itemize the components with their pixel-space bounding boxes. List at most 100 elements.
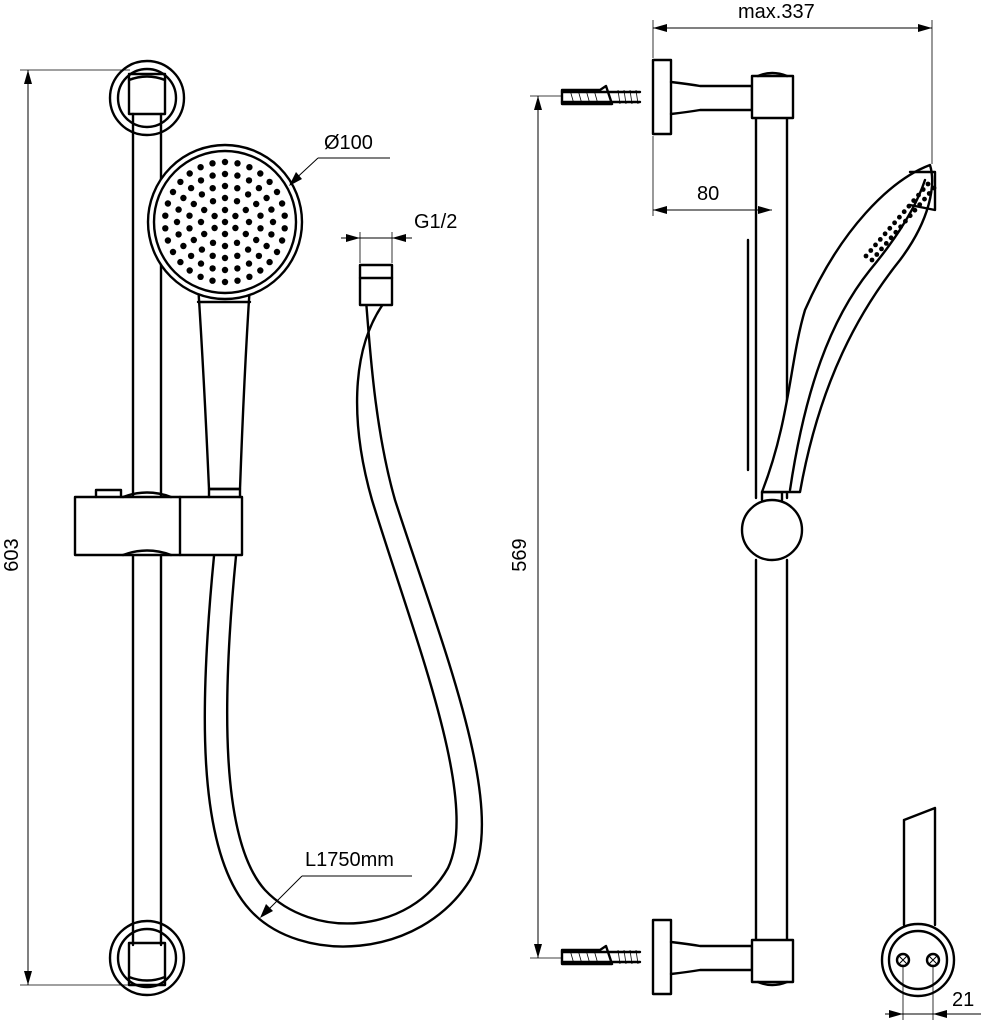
nozzle-dot — [273, 188, 281, 196]
side-nozzle-dot — [903, 218, 908, 224]
nozzle-dot — [209, 185, 216, 192]
nozzle-dot — [268, 206, 275, 213]
nozzle-dot — [211, 224, 218, 232]
nozzle-dot — [234, 160, 241, 167]
nozzle-dot — [244, 191, 252, 198]
slide-rail — [131, 112, 163, 947]
dim-max-337: max.337 — [652, 1, 933, 164]
side-nozzle-dot — [911, 198, 917, 204]
nozzle-dot — [234, 277, 241, 284]
nozzle-dot — [164, 200, 172, 207]
bottom-wall-bracket — [108, 919, 186, 997]
nozzle-dot — [187, 252, 195, 260]
nozzle-dot — [221, 266, 229, 274]
side-nozzle-dot — [879, 246, 884, 252]
nozzle-dot — [197, 164, 204, 171]
side-nozzle-dot — [863, 253, 869, 259]
nozzle-dot — [255, 184, 263, 192]
nozzle-dot — [232, 212, 239, 220]
side-nozzles — [863, 181, 937, 263]
nozzle-dot — [190, 236, 197, 244]
side-nozzle-dot — [912, 207, 918, 213]
nozzle-dot — [197, 273, 204, 280]
nozzle-dot — [211, 212, 218, 220]
side-nozzle-dot — [916, 192, 921, 198]
nozzle-dot — [253, 236, 260, 244]
side-nozzle-dot — [898, 224, 903, 230]
nozzle-dot — [162, 212, 169, 219]
nozzle-dot — [186, 225, 193, 232]
nozzle-dot — [273, 248, 281, 256]
nozzle-dot — [209, 239, 217, 246]
front-view: 603 Ø100 G1/2 L1750mm — [1, 59, 484, 997]
nozzle-dot — [266, 178, 273, 186]
nozzle-dot — [173, 218, 181, 226]
top-wall-bracket — [108, 59, 186, 137]
nozzle-dot — [169, 248, 177, 256]
side-slider — [740, 490, 804, 562]
side-view: 569 max.337 80 — [509, 1, 937, 996]
nozzle-dot — [281, 212, 288, 219]
nozzle-dot — [175, 231, 182, 238]
nozzle-dot — [257, 225, 264, 232]
side-nozzle-dot — [897, 214, 902, 220]
nozzle-dot — [197, 218, 205, 226]
nozzle-dot — [257, 212, 264, 219]
dim-diameter: Ø100 — [289, 132, 390, 186]
nozzle-dot — [242, 206, 249, 214]
nozzle-dot — [201, 230, 208, 238]
side-nozzle-dot — [868, 248, 874, 253]
nozzle-dot — [209, 252, 216, 259]
nozzle-dot — [232, 224, 239, 232]
nozzle-dot — [266, 258, 273, 266]
top-wall-anchor — [560, 84, 642, 106]
nozzle-dot — [253, 200, 260, 208]
nozzle-dot — [234, 185, 241, 192]
nozzle-dot — [233, 239, 241, 246]
nozzle-dot — [177, 258, 184, 266]
shower-hose — [203, 263, 484, 948]
side-nozzle-dot — [931, 185, 937, 191]
dim-80: 80 — [652, 136, 772, 216]
nozzle-dot — [281, 225, 288, 232]
hand-shower-front — [146, 143, 304, 491]
side-nozzle-dot — [882, 231, 888, 237]
nozzle-dot — [245, 177, 253, 184]
nozzle-dot — [255, 252, 263, 260]
nozzle-dot — [221, 242, 229, 250]
side-top-bracket — [651, 58, 795, 136]
nozzle-dot — [233, 198, 241, 205]
nozzle-dot — [177, 178, 184, 186]
nozzle-dot — [164, 237, 172, 244]
side-nozzle-dot — [925, 181, 931, 187]
nozzle-dot — [245, 218, 253, 226]
nozzle-dot — [221, 278, 229, 286]
hand-shower-side — [760, 163, 937, 494]
side-nozzle-dot — [887, 225, 893, 231]
bottom-wall-anchor — [560, 944, 642, 966]
nozzle-dot — [201, 206, 208, 214]
nozzle-dot — [234, 265, 241, 272]
nozzle-dot — [246, 164, 253, 171]
nozzle-dot — [175, 206, 182, 213]
nozzle-dot — [242, 230, 249, 238]
nozzle-dot — [209, 277, 216, 284]
dim-max-label: max.337 — [738, 1, 815, 23]
side-nozzle-dot — [874, 252, 880, 257]
side-nozzle-dot — [873, 242, 878, 248]
nozzle-dot — [180, 194, 187, 202]
nozzle-dot — [186, 212, 193, 219]
nozzle-dot — [198, 191, 206, 198]
nozzle-dot — [257, 170, 264, 177]
nozzle-dot — [221, 170, 229, 178]
side-nozzle-dot — [907, 213, 913, 219]
nozzle-dot — [169, 188, 177, 196]
nozzle-dot — [244, 246, 252, 253]
nozzle-dot — [221, 218, 229, 226]
nozzle-dot — [209, 160, 216, 167]
nozzle-dot — [209, 265, 216, 272]
dim-80-label: 80 — [697, 183, 719, 205]
nozzle-dot — [186, 170, 193, 177]
nozzle-dot — [269, 218, 277, 226]
